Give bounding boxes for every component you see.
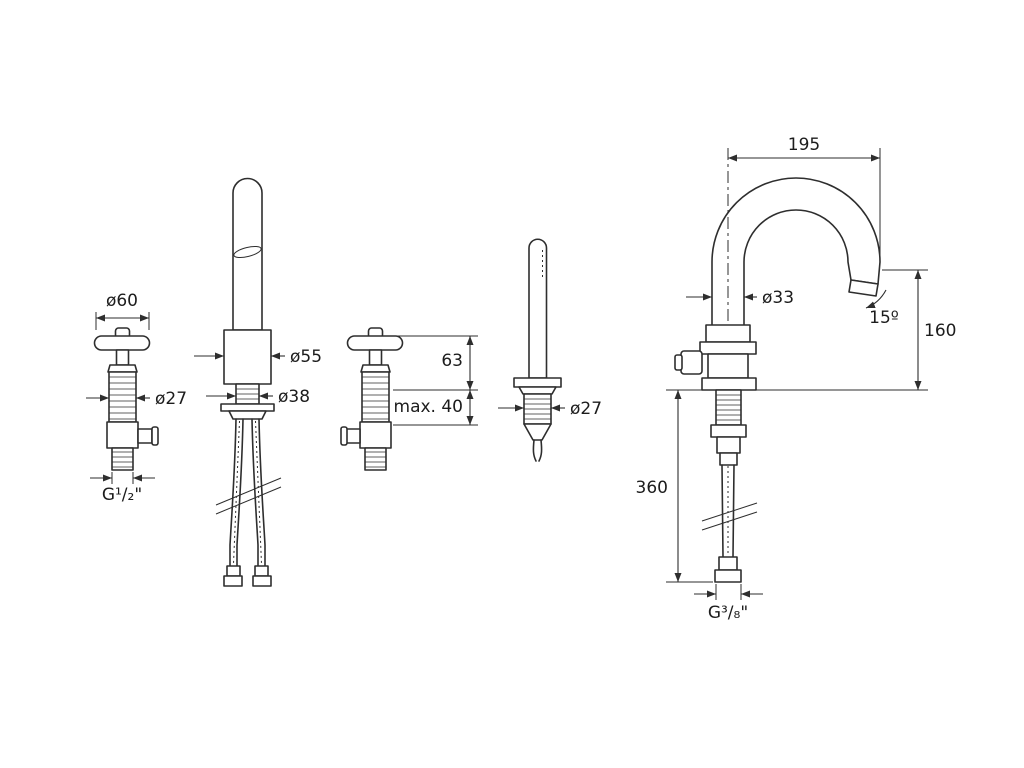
side-outlet bbox=[137, 428, 153, 444]
spout-aerator-tip bbox=[848, 279, 879, 297]
dim-label-handle-height: 63 bbox=[441, 351, 463, 371]
thread-hatching bbox=[362, 376, 389, 420]
hose-outline bbox=[721, 464, 724, 558]
threaded-shank bbox=[108, 371, 137, 423]
break-line bbox=[701, 502, 758, 522]
swan-neck-spout bbox=[711, 177, 881, 336]
hose-end-fitting bbox=[718, 556, 738, 571]
mounting-nut bbox=[228, 410, 267, 420]
thread-hatching bbox=[109, 376, 136, 420]
thread-hatching bbox=[236, 388, 259, 400]
cross-handle bbox=[93, 335, 151, 351]
valve-neck bbox=[368, 349, 383, 366]
dim-label-handle-diameter: ø60 bbox=[106, 291, 138, 311]
shank-taper bbox=[523, 423, 552, 441]
escutcheon bbox=[699, 341, 757, 355]
break-line bbox=[215, 486, 282, 515]
break-line bbox=[215, 477, 282, 506]
handshower-wand bbox=[528, 238, 548, 379]
spout-column-figure: ø55 ø38 bbox=[194, 177, 322, 587]
hose-outline bbox=[229, 418, 237, 567]
right-valve-figure: 63 max. 40 bbox=[340, 327, 478, 471]
dim-label-outlet-angle: 15º bbox=[869, 308, 899, 328]
dim-label-max-deck-thickness: max. 40 bbox=[394, 397, 463, 417]
threaded-tail bbox=[364, 447, 387, 471]
hose-stub bbox=[532, 439, 537, 462]
valve-collar bbox=[360, 364, 391, 373]
column-base bbox=[223, 329, 272, 385]
valve-body bbox=[359, 421, 392, 449]
holder-flange bbox=[513, 377, 562, 388]
hose-stub bbox=[538, 439, 543, 462]
hose-adapter bbox=[719, 452, 738, 466]
fixing-nut bbox=[710, 424, 747, 438]
outlet-cap bbox=[340, 426, 348, 446]
hose-braid-texture bbox=[233, 420, 240, 565]
dim-label-tube-diameter: ø33 bbox=[762, 288, 794, 308]
thread-hatching bbox=[365, 451, 386, 468]
spout-base-collar bbox=[705, 324, 751, 343]
hose-end-nut bbox=[252, 575, 272, 587]
dim-label-outlet-height: 160 bbox=[924, 321, 956, 341]
cross-handle bbox=[346, 335, 404, 351]
side-knob-cap bbox=[674, 354, 683, 371]
spout-tube bbox=[232, 177, 263, 331]
break-line bbox=[701, 511, 758, 531]
thread-hatching bbox=[112, 451, 133, 468]
valve-cartridge bbox=[716, 436, 741, 454]
mixer-spout-figure: 195 15º ø33 bbox=[636, 135, 957, 623]
hose-outline bbox=[251, 418, 259, 567]
threaded-stem bbox=[715, 389, 742, 426]
hose-end-fitting bbox=[226, 565, 241, 577]
hose-end-nut bbox=[223, 575, 243, 587]
dim-label-shank-diameter: ø38 bbox=[278, 387, 310, 407]
dim-label-connection-thread: G³/₈" bbox=[708, 603, 748, 623]
hose-end-fitting bbox=[254, 565, 269, 577]
dim-label-connection-thread: G¹/₂" bbox=[102, 485, 142, 505]
dim-label-hose-length: 360 bbox=[636, 478, 668, 498]
hose-end-nut bbox=[714, 569, 742, 583]
hose-outline bbox=[258, 418, 266, 567]
side-outlet bbox=[345, 428, 361, 444]
dim-label-body-diameter: ø55 bbox=[290, 347, 322, 367]
dim-label-shank-diameter: ø27 bbox=[155, 389, 187, 409]
valve-neck bbox=[115, 349, 130, 366]
threaded-shank bbox=[361, 371, 390, 423]
hose-braid-texture bbox=[255, 420, 262, 565]
holder-cone bbox=[518, 386, 557, 395]
side-knob bbox=[680, 350, 703, 375]
mixer-body bbox=[707, 353, 749, 379]
dim-label-shank-diameter: ø27 bbox=[570, 399, 602, 419]
thread-hatching bbox=[716, 394, 741, 421]
tube-joint-seam bbox=[233, 245, 262, 259]
dim-label-spout-reach: 195 bbox=[788, 135, 820, 155]
valve-body bbox=[106, 421, 139, 449]
outlet-cap bbox=[151, 426, 159, 446]
body-base bbox=[701, 377, 757, 391]
hose-outline bbox=[236, 418, 244, 567]
threaded-tail bbox=[111, 447, 134, 471]
valve-collar bbox=[107, 364, 138, 373]
left-valve-figure: ø60 ø27 G¹/₂" bbox=[86, 291, 187, 505]
handshower-figure: ø27 bbox=[498, 238, 602, 462]
angle-arrow bbox=[865, 289, 887, 309]
thread-hatching bbox=[524, 398, 551, 420]
mounting-flange bbox=[220, 403, 275, 412]
